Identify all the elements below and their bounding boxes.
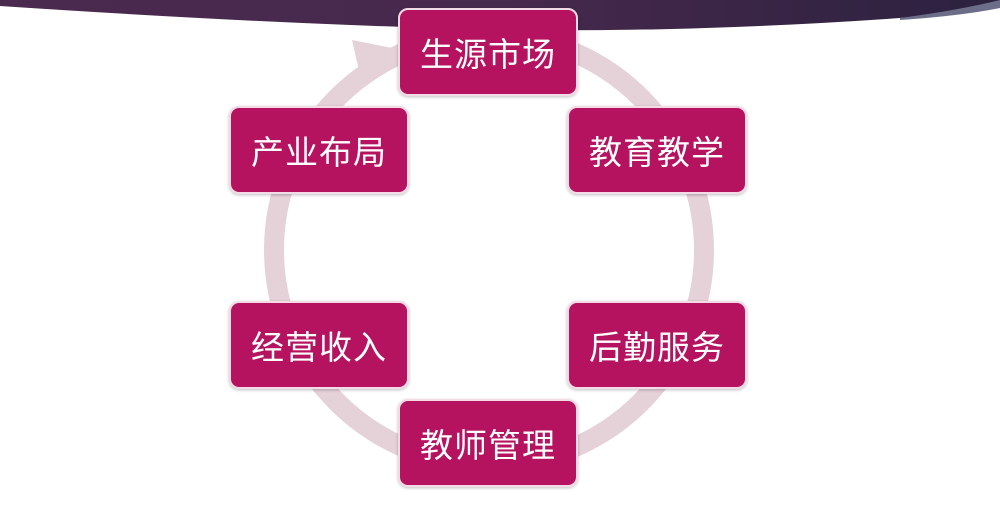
node-label: 后勤服务 <box>589 328 725 367</box>
node-label: 教师管理 <box>420 426 556 465</box>
node-label: 产业布局 <box>251 133 387 172</box>
node-label: 经营收入 <box>251 328 387 367</box>
node-label: 生源市场 <box>420 35 556 74</box>
arrow-head-icon <box>352 40 392 84</box>
node-industry-layout: 产业布局 <box>229 106 409 194</box>
node-teaching: 教育教学 <box>567 106 747 194</box>
node-operating-income: 经营收入 <box>229 301 409 389</box>
node-teacher-management: 教师管理 <box>398 399 578 487</box>
node-source-market: 生源市场 <box>398 8 578 96</box>
node-label: 教育教学 <box>589 133 725 172</box>
node-logistics: 后勤服务 <box>567 301 747 389</box>
